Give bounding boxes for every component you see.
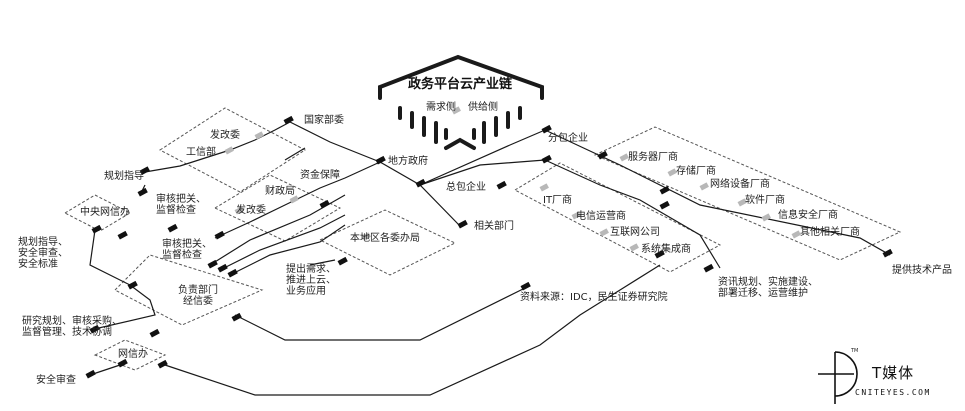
- node-miit: 工信部: [186, 147, 216, 158]
- node-security-review: 安全审查: [36, 375, 76, 386]
- node-funding: 资金保障: [300, 170, 340, 181]
- node-review-supervision-2: 审核把关、 监督检查: [162, 239, 212, 261]
- node-planning-guidance: 规划指导: [104, 171, 144, 182]
- node-requirements: 提出需求、 推进上云、 业务应用: [286, 264, 336, 297]
- node-server-vendors: 服务器厂商: [628, 152, 678, 163]
- black-markers: [85, 115, 893, 379]
- node-cac-central: 中央网信办: [80, 207, 130, 218]
- brand-tm: TM: [851, 348, 859, 354]
- node-related-departments: 相关部门: [474, 221, 514, 232]
- node-responsible-dept: 负责部门 经信委: [178, 285, 218, 307]
- node-telecom-operators: 电信运营商: [576, 211, 626, 222]
- node-planning-security: 规划指导、 安全审查、 安全标准: [18, 237, 68, 270]
- node-review-supervision-1: 审核把关、 监督检查: [156, 194, 206, 216]
- source-note: 资料来源：IDC，民生证券研究院: [520, 292, 668, 303]
- node-provide-products: 提供技术产品: [892, 265, 952, 276]
- node-local-commissions: 本地区各委办局: [350, 233, 420, 244]
- node-consulting: 资讯规划、实施建设、 部署迁移、运营维护: [718, 277, 818, 299]
- node-research-planning: 研究规划、审核采购、 监督管理、技术协调: [22, 316, 122, 338]
- group-responsible-dept: [114, 254, 264, 326]
- node-infosec-vendors: 信息安全厂商: [778, 210, 838, 221]
- group-contractors: [513, 162, 722, 273]
- node-it-vendors: IT厂商: [543, 195, 573, 206]
- node-system-integrators: 系统集成商: [641, 244, 691, 255]
- brand-logo-icon: [818, 351, 858, 404]
- node-ndrc: 发改委: [210, 130, 240, 141]
- group-cac-local: [93, 339, 167, 371]
- demand-side-label: 需求侧: [426, 102, 456, 113]
- node-internet-companies: 互联网公司: [610, 227, 660, 238]
- group-cac-central: [63, 194, 132, 232]
- chain-roof: [378, 54, 544, 150]
- node-local-government: 地方政府: [388, 156, 428, 167]
- dashed-groups: [63, 107, 902, 371]
- group-local-commissions: [318, 209, 457, 276]
- node-general-contractor: 总包企业: [446, 182, 486, 193]
- node-finance-bureau: 财政局: [265, 186, 295, 197]
- diagram-title: 政务平台云产业链: [408, 77, 513, 92]
- node-national-ministries: 国家部委: [304, 115, 344, 126]
- node-subcontractors: 分包企业: [548, 133, 588, 144]
- group-ministries: [159, 107, 306, 193]
- supply-side-label: 供给侧: [468, 102, 498, 113]
- node-software-vendors: 软件厂商: [745, 195, 785, 206]
- brand-url: CNITEYES.COM: [855, 388, 931, 397]
- group-subcontractors: [593, 126, 902, 261]
- brand-name: T媒体: [872, 364, 915, 382]
- node-cac-local: 网信办: [118, 349, 148, 360]
- grey-markers: [224, 106, 801, 252]
- node-other-vendors: 其他相关厂商: [800, 227, 860, 238]
- node-ndrc-local: 发改委: [236, 205, 266, 216]
- group-local-finance: [213, 174, 342, 242]
- node-network-vendors: 网络设备厂商: [710, 179, 770, 190]
- node-storage-vendors: 存储厂商: [676, 166, 716, 177]
